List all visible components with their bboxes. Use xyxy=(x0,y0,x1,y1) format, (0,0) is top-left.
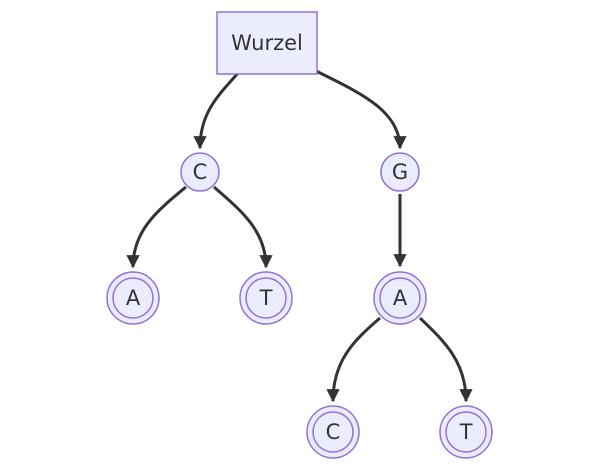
node-c-leaf-right-label: C xyxy=(326,420,341,444)
node-a-leaf-left-label: A xyxy=(126,286,141,310)
node-a-level2: A xyxy=(373,271,427,325)
node-t-leaf-left: T xyxy=(239,271,293,325)
edge-a-to-t xyxy=(418,316,473,403)
node-c-level1-label: C xyxy=(193,160,208,184)
node-a-level2-label: A xyxy=(393,286,408,310)
node-t-leaf-right-label: T xyxy=(459,420,473,444)
edges xyxy=(126,69,473,403)
node-c-level1: C xyxy=(180,152,220,192)
node-c-leaf-right: C xyxy=(306,405,360,459)
node-root: Wurzel xyxy=(216,11,318,75)
node-root-label: Wurzel xyxy=(231,31,303,55)
edge-c-to-t xyxy=(213,185,273,269)
node-g-level1: G xyxy=(380,152,420,192)
edge-root-to-g xyxy=(315,69,407,150)
node-a-leaf-left: A xyxy=(106,271,160,325)
node-t-leaf-right: T xyxy=(439,405,493,459)
edge-root-to-c xyxy=(193,72,240,150)
edge-c-to-a xyxy=(126,185,187,269)
node-t-leaf-left-label: T xyxy=(259,286,273,310)
node-g-level1-label: G xyxy=(392,160,408,184)
edge-a-to-c xyxy=(326,316,381,403)
